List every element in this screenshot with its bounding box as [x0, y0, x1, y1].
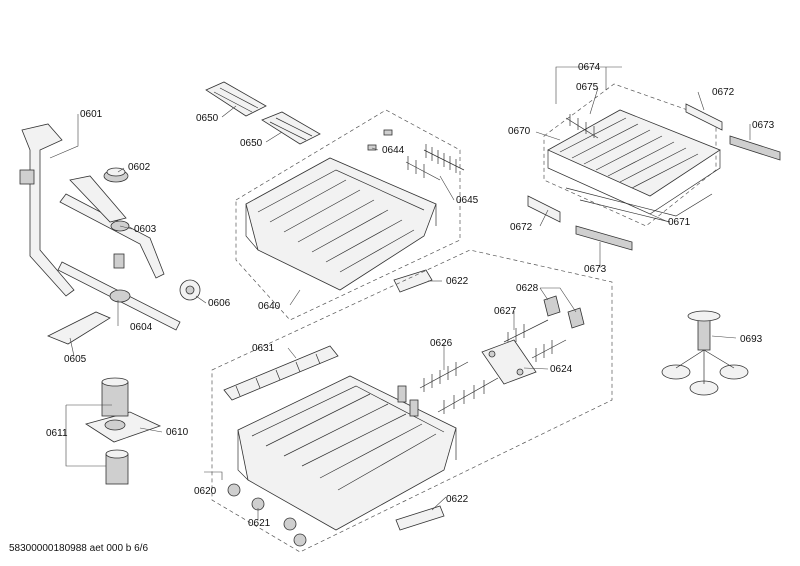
rail-frame-0671: [565, 187, 713, 223]
label-plate-0622-upper: [393, 269, 433, 293]
label-0693: 0693: [740, 334, 763, 345]
cover-0605: [47, 311, 111, 345]
label-0645: 0645: [456, 195, 479, 206]
upper-spray-arm-0603: [59, 175, 165, 279]
label-0605: 0605: [64, 354, 87, 365]
spray-arm-nut-0602: [103, 167, 129, 183]
label-0673-top: 0673: [752, 120, 775, 131]
label-0610: 0610: [166, 427, 189, 438]
tine-row-0626: [419, 361, 499, 414]
cup-rack-0650-top: [205, 81, 267, 117]
label-0606: 0606: [208, 298, 231, 309]
lower-basket-group-outline: [211, 249, 613, 553]
clip-0628: [543, 295, 585, 329]
wheel-0621: [227, 483, 307, 547]
label-0603: 0603: [134, 224, 157, 235]
label-0640: 0640: [258, 301, 281, 312]
label-0675: 0675: [576, 82, 599, 93]
label-0672-top: 0672: [712, 87, 735, 98]
part-labels: 0601 0602 0603 0604 0605 0606 0610 0611 …: [46, 62, 775, 529]
tine-row-0627: [503, 319, 567, 362]
bracket-0624: [481, 339, 537, 385]
label-0622-upper: 0622: [446, 276, 469, 287]
tine-row-0645: [405, 144, 465, 181]
hinge-parts: [397, 385, 419, 417]
label-0624: 0624: [550, 364, 573, 375]
insert-0675: [565, 114, 599, 139]
label-0602: 0602: [128, 162, 151, 173]
micro-filter-0611: [105, 449, 129, 485]
document-footer-id: 58300000180988 aet 000 b 6/6: [9, 543, 149, 554]
label-0650-top: 0650: [196, 113, 219, 124]
filter-disc-0606: [179, 279, 201, 301]
label-0671: 0671: [668, 217, 691, 228]
lower-spray-arm-0604: [57, 253, 181, 331]
lower-basket-0620: [237, 375, 457, 531]
rail-0673-top: [729, 135, 781, 161]
label-0620: 0620: [194, 486, 217, 497]
label-0672-bottom: 0672: [510, 222, 533, 233]
holder-0672-bottom: [527, 195, 561, 223]
label-0670: 0670: [508, 126, 531, 137]
leader-lines: [49, 66, 751, 520]
label-0604: 0604: [130, 322, 153, 333]
spray-arm-pipe-0601: [19, 123, 75, 297]
label-0626: 0626: [430, 338, 453, 349]
cup-rack-0650-bottom: [261, 111, 321, 145]
label-0627: 0627: [494, 306, 517, 317]
label-0628: 0628: [516, 283, 539, 294]
accessory-0693: [661, 310, 749, 396]
label-0674: 0674: [578, 62, 601, 73]
third-rack-0674: [547, 109, 721, 215]
label-0621: 0621: [248, 518, 271, 529]
rail-0673-bottom: [575, 225, 633, 251]
third-rack-group-outline: [543, 83, 717, 227]
label-0631: 0631: [252, 343, 275, 354]
label-0622-lower: 0622: [446, 494, 469, 505]
label-0644: 0644: [382, 145, 405, 156]
label-0673-bottom: 0673: [584, 264, 607, 275]
label-0650-bottom: 0650: [240, 138, 263, 149]
upper-basket-0640: [245, 157, 437, 291]
clip-0644: [367, 129, 393, 151]
label-0611: 0611: [46, 428, 68, 439]
holder-0672-top: [685, 103, 723, 131]
upper-basket-group-outline: [235, 109, 461, 321]
cup-rack-0631: [223, 345, 339, 401]
label-plate-0622-lower: [395, 505, 445, 531]
filter-assembly-0610: [85, 377, 162, 443]
label-0601: 0601: [80, 109, 103, 120]
